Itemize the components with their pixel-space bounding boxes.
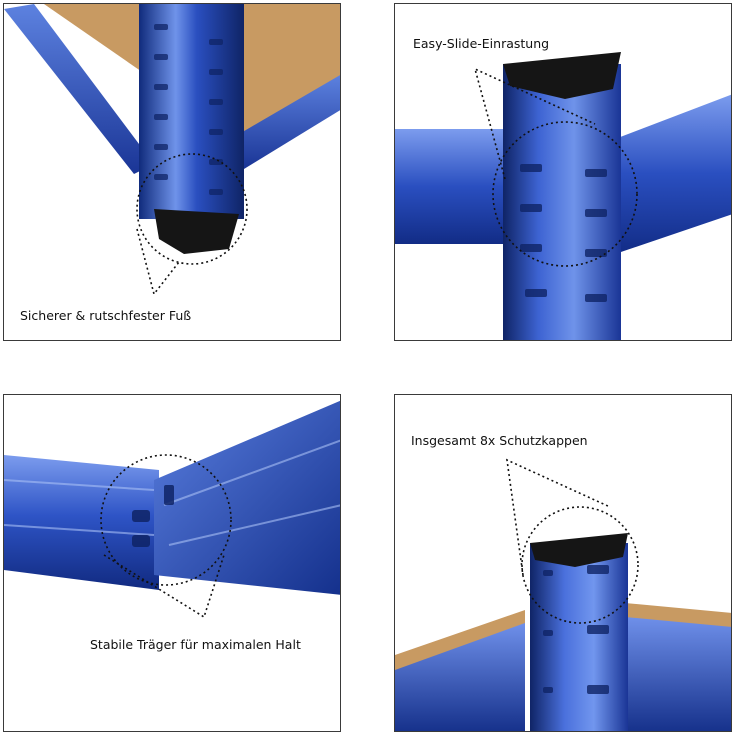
caption-easy-slide: Easy-Slide-Einrastung	[413, 36, 550, 51]
caption-foot: Sicherer & rutschfester Fuß	[20, 308, 192, 323]
caps-photo	[395, 458, 731, 731]
easy-slide-photo	[395, 52, 731, 340]
panel-beam: Stabile Träger für maximalen Halt	[3, 394, 341, 732]
panel-foot: Sicherer & rutschfester Fuß	[3, 3, 341, 341]
panel-easy-slide: Easy-Slide-Einrastung	[394, 3, 732, 341]
beam-photo	[4, 400, 340, 619]
caption-caps: Insgesamt 8x Schutzkappen	[411, 433, 588, 448]
caption-beam: Stabile Träger für maximalen Halt	[90, 637, 301, 652]
panel-caps: Insgesamt 8x Schutzkappen	[394, 394, 732, 732]
foot-photo	[4, 4, 340, 296]
